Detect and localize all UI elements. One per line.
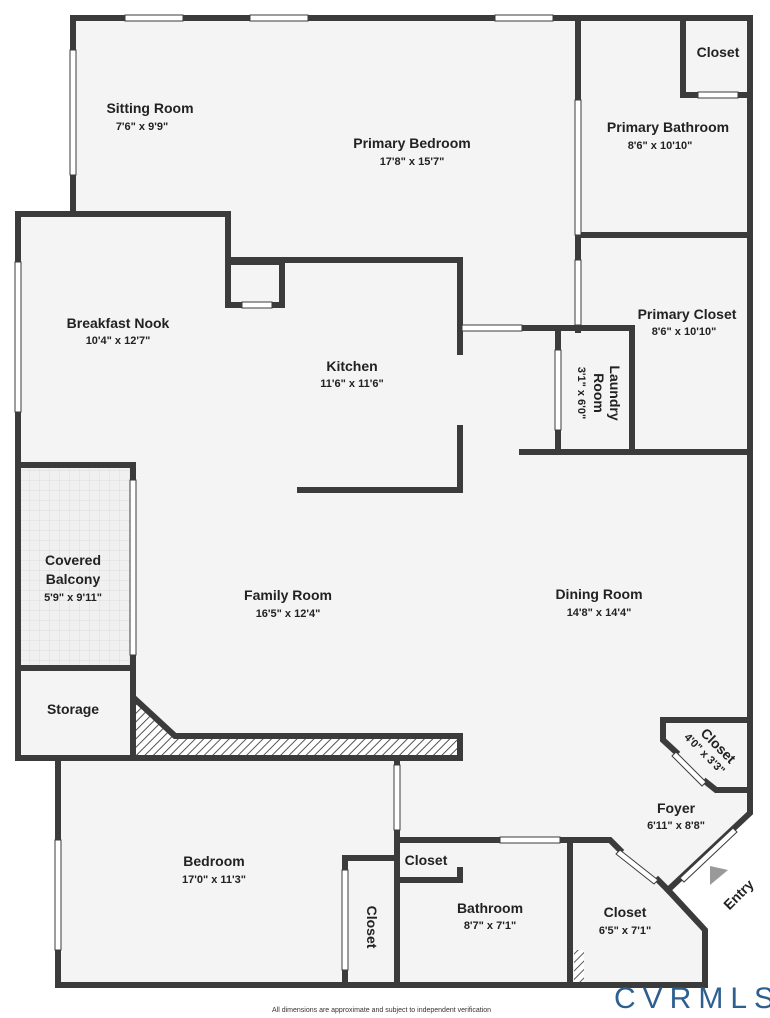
bathroom-name: Bathroom	[457, 900, 523, 916]
disclaimer: All dimensions are approximate and subje…	[272, 1007, 491, 1014]
family-room-name: Family Room	[244, 587, 332, 603]
primary-bedroom-name: Primary Bedroom	[353, 135, 470, 151]
windows-doors	[14, 14, 739, 971]
entry-label: Entry	[720, 876, 757, 913]
primary-bedroom-dim: 17'8" x 15'7"	[380, 156, 445, 168]
hatched-pillar	[574, 950, 584, 985]
primary-closet-name: Primary Closet	[638, 306, 737, 322]
dining-room-dim: 14'8" x 14'4"	[567, 607, 632, 619]
laundry-dim: 3'1" x 6'0"	[575, 367, 587, 419]
foyer-name: Foyer	[657, 800, 696, 816]
bedroom-name: Bedroom	[183, 853, 244, 869]
breakfast-nook-name: Breakfast Nook	[67, 315, 170, 331]
balcony-name-1: Covered	[45, 552, 101, 568]
laundry-name-2: Room	[591, 373, 607, 413]
storage-name: Storage	[47, 701, 99, 717]
balcony-floor	[18, 465, 133, 668]
closet-65-dim: 6'5" x 7'1"	[599, 925, 651, 937]
primary-closet-dim: 8'6" x 10'10"	[652, 326, 717, 338]
sitting-room-name: Sitting Room	[106, 100, 193, 116]
bedroom-closet-name: Closet	[364, 906, 380, 949]
entry-arrow-icon	[710, 866, 728, 885]
hatched-counter	[136, 700, 460, 758]
bath-closet-name: Closet	[405, 852, 448, 868]
primary-bathroom-dim: 8'6" x 10'10"	[628, 140, 693, 152]
dining-room-name: Dining Room	[555, 586, 642, 602]
kitchen-dim: 11'6" x 11'6"	[320, 378, 383, 390]
sitting-room-dim: 7'6" x 9'9"	[116, 121, 168, 133]
primary-closet-small-name: Closet	[697, 44, 740, 60]
foyer-dim: 6'11" x 8'8"	[647, 820, 705, 832]
balcony-name-2: Balcony	[46, 571, 101, 587]
closet-65-name: Closet	[604, 904, 647, 920]
breakfast-nook-dim: 10'4" x 12'7"	[86, 335, 151, 347]
cvrmls-logo: CVRMLS	[614, 982, 770, 1015]
bathroom-dim: 8'7" x 7'1"	[464, 920, 516, 932]
balcony-dim: 5'9" x 9'11"	[44, 592, 102, 604]
kitchen-name: Kitchen	[326, 358, 377, 374]
family-room-dim: 16'5" x 12'4"	[256, 608, 321, 620]
laundry-name-1: Laundry	[607, 365, 623, 420]
primary-bathroom-name: Primary Bathroom	[607, 119, 729, 135]
bedroom-dim: 17'0" x 11'3"	[182, 874, 246, 886]
